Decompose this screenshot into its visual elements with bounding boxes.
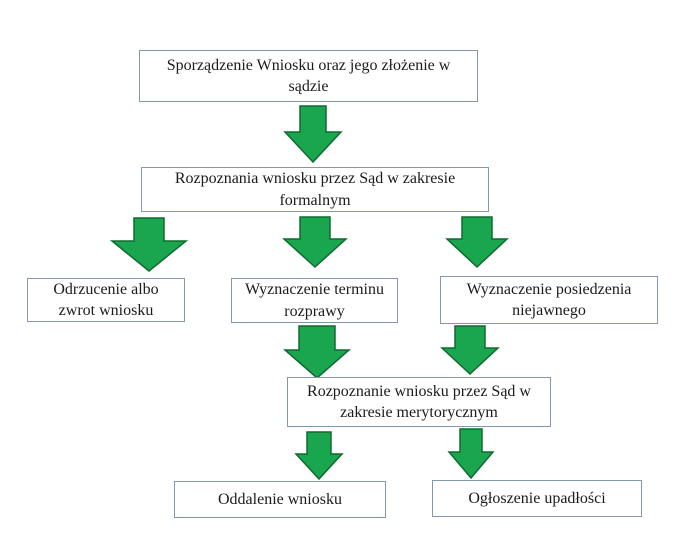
down-arrow-icon (447, 428, 495, 480)
flow-node-label: Rozpoznania wniosku przez Sąd w zakresie… (174, 170, 456, 209)
flow-node-rejection: Odrzucenie albo zwrot wniosku (27, 278, 185, 322)
down-arrow-icon (283, 325, 351, 379)
flow-node-label: Ogłoszenie upadłości (468, 489, 606, 507)
down-arrow-icon (283, 105, 343, 164)
down-arrow-icon (282, 216, 348, 269)
flow-node-formal-review: Rozpoznania wniosku przez Sąd w zakresie… (141, 167, 489, 212)
flow-node-label: Odrzucenie albo zwrot wniosku (53, 280, 159, 319)
flow-node-label: Sporządzenie Wniosku oraz jego złożenie … (166, 56, 451, 95)
flow-node-label: Wyznaczenie terminu rozprawy (245, 281, 384, 320)
down-arrow-icon (440, 325, 500, 376)
flow-node-label: Oddalenie wniosku (218, 490, 342, 508)
flow-node-merits-review: Rozpoznanie wniosku przez Sąd w zakresie… (287, 377, 551, 427)
down-arrow-icon (294, 431, 344, 481)
flow-node-dismissal: Oddalenie wniosku (174, 481, 386, 518)
flow-node-label: Rozpoznanie wniosku przez Sąd w zakresie… (307, 382, 531, 421)
flow-node-closed-session: Wyznaczenie posiedzenia niejawnego (440, 276, 658, 324)
down-arrow-icon (109, 217, 189, 272)
flow-node-hearing-date: Wyznaczenie terminu rozprawy (231, 278, 398, 323)
down-arrow-icon (445, 216, 509, 269)
flow-node-bankruptcy-declaration: Ogłoszenie upadłości (432, 480, 642, 517)
flow-node-filing: Sporządzenie Wniosku oraz jego złożenie … (139, 50, 478, 102)
flow-node-label: Wyznaczenie posiedzenia niejawnego (466, 280, 632, 319)
